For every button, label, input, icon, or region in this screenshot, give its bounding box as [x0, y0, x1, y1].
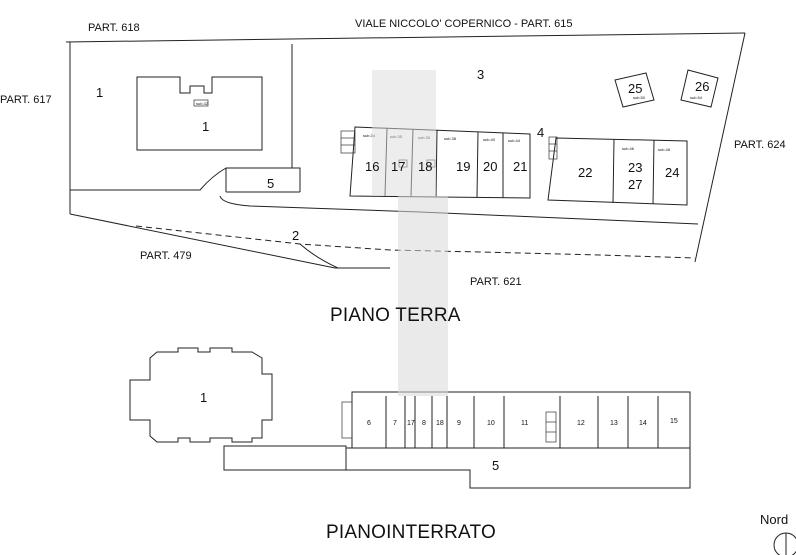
num-17: 17 — [391, 159, 405, 174]
num-3: 3 — [477, 67, 484, 82]
num-19: 19 — [456, 159, 470, 174]
svg-text:sub.44: sub.44 — [508, 138, 521, 143]
label-nord: Nord — [760, 512, 788, 527]
num-22: 22 — [578, 165, 592, 180]
num-25: 25 — [628, 81, 642, 96]
svg-text:sub.46: sub.46 — [622, 146, 635, 151]
bnum-7: 7 — [393, 420, 397, 427]
plot-labels: PART. 618 VIALE NICCOLO' COPERNICO - PAR… — [0, 18, 788, 543]
svg-text:sub.32: sub.32 — [196, 101, 209, 106]
svg-text:sub.54: sub.54 — [690, 95, 703, 100]
bnum-8: 8 — [422, 420, 426, 427]
basement-unit-numbers: 1 5 6 7 17 8 18 9 10 11 12 13 14 15 — [200, 390, 678, 473]
bnum-14: 14 — [639, 420, 647, 427]
bnum-6: 6 — [367, 420, 371, 427]
units-row-22-24: sub.46 sub.48 — [547, 136, 688, 206]
watermark-blur-top — [372, 70, 436, 196]
bnum-13: 13 — [610, 420, 618, 427]
bnum-5: 5 — [492, 458, 499, 473]
bnum-17: 17 — [407, 420, 415, 427]
title-piano-interrato: PIANOINTERRATO — [326, 522, 496, 543]
bnum-10: 10 — [487, 420, 495, 427]
num-21: 21 — [513, 159, 527, 174]
label-viale: VIALE NICCOLO' COPERNICO - PART. 615 — [355, 18, 572, 30]
label-part-617: PART. 617 — [0, 94, 52, 106]
basement-garages — [341, 391, 691, 449]
num-23: 23 — [628, 160, 642, 175]
num-18: 18 — [418, 159, 432, 174]
svg-text:sub.50: sub.50 — [633, 95, 646, 100]
building-1-ground — [136, 76, 263, 151]
building-25 — [614, 72, 655, 108]
num-5: 5 — [267, 176, 274, 191]
svg-text:sub.34: sub.34 — [363, 133, 376, 138]
svg-text:sub.40: sub.40 — [483, 137, 496, 142]
bnum-15: 15 — [670, 418, 678, 425]
num-26: 26 — [695, 79, 709, 94]
label-part-624: PART. 624 — [734, 139, 786, 151]
building-1-basement — [129, 347, 273, 443]
num-1-left: 1 — [96, 85, 103, 100]
num-2: 2 — [292, 228, 299, 243]
bnum-12: 12 — [577, 420, 585, 427]
bnum-11: 11 — [521, 420, 528, 427]
site-plot — [65, 32, 746, 269]
basement-corridor — [223, 445, 691, 489]
bnum-18: 18 — [436, 420, 444, 427]
num-16: 16 — [365, 159, 379, 174]
svg-text:sub.48: sub.48 — [658, 147, 671, 152]
north-arrow — [773, 532, 796, 555]
label-part-621: PART. 621 — [470, 276, 522, 288]
building-26 — [680, 69, 719, 108]
num-27: 27 — [628, 177, 642, 192]
num-1-building: 1 — [202, 119, 209, 134]
num-20: 20 — [483, 159, 497, 174]
num-24: 24 — [665, 165, 679, 180]
watermark-blur — [398, 196, 448, 396]
svg-text:sub.38: sub.38 — [444, 136, 457, 141]
bnum-1: 1 — [200, 390, 207, 405]
num-4: 4 — [537, 125, 544, 140]
label-part-618: PART. 618 — [88, 22, 140, 34]
ground-unit-numbers: 1 1 2 3 4 5 16 17 18 19 20 21 22 23 27 2… — [96, 67, 709, 243]
bnum-9: 9 — [457, 420, 461, 427]
label-part-479: PART. 479 — [140, 250, 192, 262]
title-piano-terra: PIANO TERRA — [330, 305, 461, 326]
